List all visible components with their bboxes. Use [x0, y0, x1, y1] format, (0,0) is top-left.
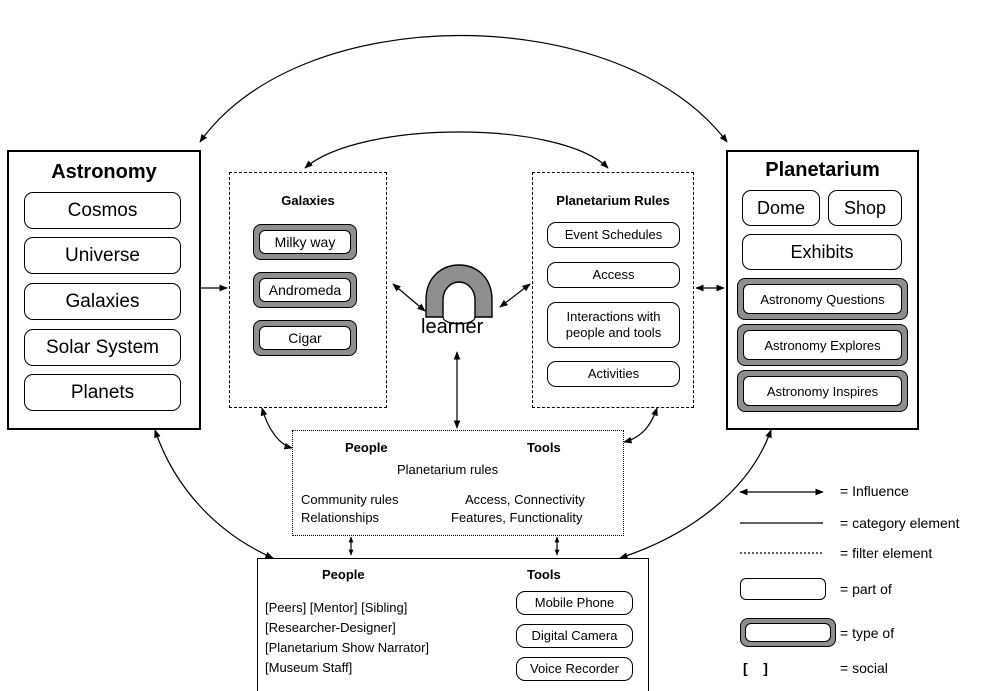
planetarium-type-explores-label: Astronomy Explores	[743, 330, 902, 360]
planetarium-type-questions: Astronomy Questions	[737, 278, 908, 320]
arrow-galaxies-filter	[260, 407, 293, 450]
tool-voice-recorder: Voice Recorder	[516, 657, 633, 681]
learner-icon	[425, 264, 493, 325]
legend-category-label: = category element	[840, 515, 960, 531]
legend-type-of-label: = type of	[840, 625, 895, 641]
legend-part-of-label: = part of	[840, 581, 892, 597]
arrow-learner-rules	[499, 283, 531, 308]
legend-influence-label: = Influence	[840, 483, 909, 499]
arc-astronomy-planetarium	[199, 34, 728, 143]
arc-astronomy-bottom	[154, 429, 274, 559]
astronomy-item-universe: Universe	[24, 237, 181, 274]
bottom-tools-header: Tools	[527, 567, 561, 582]
filter-panel	[292, 430, 624, 536]
planetarium-type-inspires-label: Astronomy Inspires	[743, 376, 902, 406]
arrow-galaxies-learner	[392, 283, 426, 312]
legend-social-label: = social	[840, 660, 888, 676]
tool-mobile-phone: Mobile Phone	[516, 591, 633, 615]
filter-right-line-1: Access, Connectivity	[465, 492, 585, 507]
planetarium-part-dome: Dome	[742, 190, 820, 226]
legend-type-of-inner	[745, 623, 831, 642]
rule-event-schedules: Event Schedules	[547, 222, 680, 248]
legend-filter-label: = filter element	[840, 545, 933, 561]
galaxy-andromeda: Andromeda	[253, 272, 357, 308]
tool-digital-camera: Digital Camera	[516, 624, 633, 648]
galaxy-milky-way-label: Milky way	[259, 230, 351, 254]
learner-label: learner	[421, 316, 484, 338]
filter-people-header: People	[345, 440, 388, 455]
rule-activities: Activities	[547, 361, 680, 387]
arc-galaxies-rules	[304, 131, 609, 169]
planetarium-rules-title: Planetarium Rules	[556, 193, 670, 208]
planetarium-title: Planetarium	[765, 159, 880, 181]
galaxy-andromeda-label: Andromeda	[259, 278, 351, 302]
galaxy-cigar: Cigar	[253, 320, 357, 356]
rule-interactions: Interactions with people and tools	[547, 302, 680, 348]
bottom-people-line-4: [Museum Staff]	[265, 660, 353, 675]
filter-center-text: Planetarium rules	[397, 462, 499, 477]
astronomy-item-cosmos: Cosmos	[24, 192, 181, 229]
planetarium-part-exhibits: Exhibits	[742, 234, 902, 270]
legend-social-symbol: [ ]	[743, 660, 768, 676]
bottom-people-line-1: [Peers] [Mentor] [Sibling]	[265, 600, 408, 615]
rule-access: Access	[547, 262, 680, 288]
filter-right-line-2: Features, Functionality	[451, 510, 583, 525]
arc-planetarium-bottom	[619, 429, 772, 559]
astronomy-item-planets: Planets	[24, 374, 181, 411]
planetarium-type-questions-label: Astronomy Questions	[743, 284, 902, 314]
arrow-rules-filter	[623, 407, 658, 444]
bottom-people-header: People	[322, 567, 365, 582]
galaxy-cigar-label: Cigar	[259, 326, 351, 350]
legend-part-of-shape	[740, 578, 826, 600]
galaxy-milky-way: Milky way	[253, 224, 357, 260]
astronomy-item-galaxies: Galaxies	[24, 283, 181, 320]
filter-left-line-2: Relationships	[301, 510, 380, 525]
bottom-panel	[257, 558, 649, 691]
astronomy-title: Astronomy	[51, 161, 157, 183]
astronomy-item-solar-system: Solar System	[24, 329, 181, 366]
filter-left-line-1: Community rules	[301, 492, 399, 507]
legend-type-of-shape	[740, 618, 836, 647]
bottom-people-line-3: [Planetarium Show Narrator]	[265, 640, 430, 655]
filter-tools-header: Tools	[527, 440, 561, 455]
galaxies-title: Galaxies	[281, 193, 335, 208]
planetarium-type-explores: Astronomy Explores	[737, 324, 908, 366]
planetarium-type-inspires: Astronomy Inspires	[737, 370, 908, 412]
bottom-people-line-2: [Researcher-Designer]	[265, 620, 396, 635]
planetarium-part-shop: Shop	[828, 190, 902, 226]
